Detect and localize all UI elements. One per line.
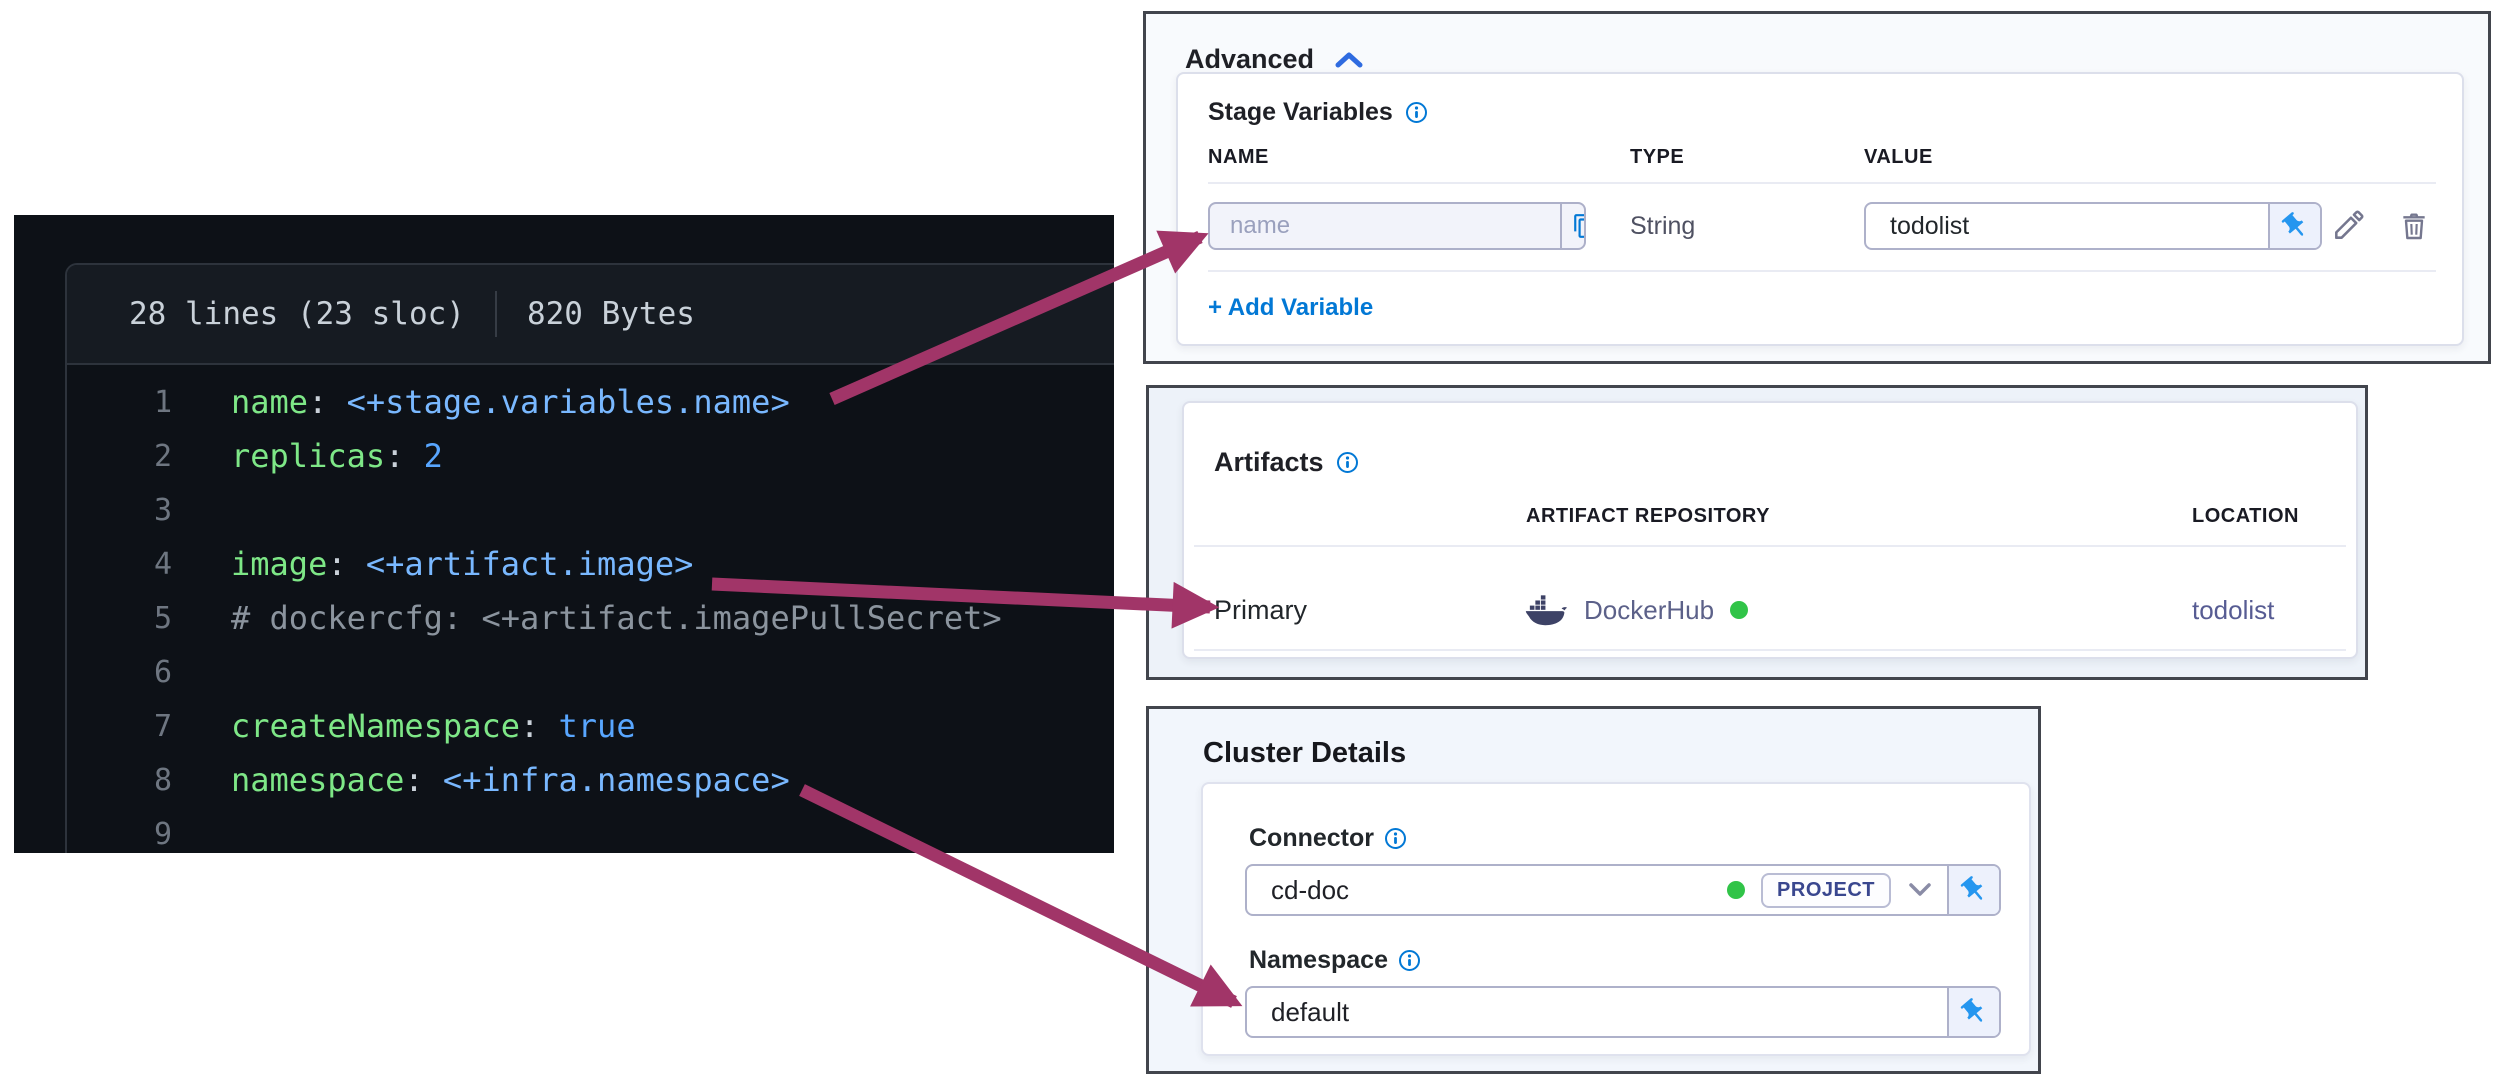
pin-icon (2281, 212, 2304, 236)
yaml-code-panel: 28 lines (23 sloc) 820 Bytes 1 name: <+s… (14, 215, 1114, 853)
divider (1194, 545, 2346, 547)
code-line: 4 image: <+artifact.image> (67, 537, 1114, 591)
chevron-down-icon[interactable] (1907, 882, 1933, 898)
variable-name-input[interactable] (1208, 202, 1586, 250)
add-variable-button[interactable]: + Add Variable (1208, 294, 1374, 321)
stage-variables-title-row: Stage Variables (1208, 98, 1428, 127)
column-header-type: TYPE (1630, 146, 1685, 168)
advanced-panel: Advanced Stage Variables NAME TYPE VALUE (1143, 11, 2491, 364)
namespace-field[interactable] (1247, 988, 1947, 1036)
advanced-section-header[interactable]: Advanced (1185, 44, 1364, 75)
code-file-box: 28 lines (23 sloc) 820 Bytes 1 name: <+s… (65, 263, 1114, 853)
copy-button[interactable] (1560, 204, 1584, 248)
namespace-label: Namespace (1249, 946, 1388, 974)
pin-button[interactable] (2268, 204, 2320, 248)
delete-variable-button[interactable] (2390, 202, 2438, 250)
artifacts-card: Artifacts ARTIFACT REPOSITORY LOCATION P… (1182, 401, 2358, 659)
code-line: 5 # dockercfg: <+artifact.imagePullSecre… (67, 591, 1114, 645)
info-icon[interactable] (1336, 451, 1359, 474)
artifact-row[interactable]: Primary Docke (1184, 583, 2356, 637)
artifacts-title-row: Artifacts (1214, 447, 1359, 478)
connector-field[interactable] (1247, 866, 1728, 914)
chevron-up-icon[interactable] (1334, 51, 1364, 69)
status-dot (1730, 601, 1749, 619)
variable-type: String (1630, 211, 1696, 240)
code-line: 6 (67, 645, 1114, 699)
file-lines-info: 28 lines (23 sloc) (129, 296, 465, 332)
header-divider (494, 291, 497, 337)
code-line: 2 replicas: 2 (67, 429, 1114, 483)
column-header-artifact-repository: ARTIFACT REPOSITORY (1526, 505, 1770, 527)
status-dot (1727, 881, 1746, 899)
variable-name-field[interactable] (1210, 204, 1560, 248)
code-line: 9 (67, 807, 1114, 853)
column-header-location: LOCATION (2192, 505, 2299, 527)
artifacts-panel: Artifacts ARTIFACT REPOSITORY LOCATION P… (1146, 385, 2368, 680)
cluster-details-panel: Cluster Details Connector PROJECT (1146, 706, 2041, 1074)
artifact-repository-name[interactable]: DockerHub (1584, 594, 1715, 625)
line-number: 2 (153, 438, 172, 474)
stage-variables-card: Stage Variables NAME TYPE VALUE S (1176, 72, 2464, 346)
line-number: 6 (153, 654, 172, 690)
cluster-details-title: Cluster Details (1203, 737, 1407, 769)
connector-label-row: Connector (1249, 824, 1407, 853)
pin-button[interactable] (1947, 988, 1999, 1036)
cluster-details-card: Connector PROJECT (1201, 782, 2031, 1056)
code-lines: 1 name: <+stage.variables.name> 2 replic… (67, 365, 1114, 853)
connector-input[interactable]: PROJECT (1245, 864, 2001, 916)
connector-extras: PROJECT (1727, 872, 1933, 908)
info-icon[interactable] (1405, 101, 1428, 124)
file-size-info: 820 Bytes (526, 296, 695, 332)
copy-icon (1574, 214, 1584, 238)
line-number: 4 (153, 546, 172, 582)
code-line: 8 namespace: <+infra.namespace> (67, 753, 1114, 807)
column-header-name: NAME (1208, 146, 1269, 168)
pin-button[interactable] (1947, 866, 1999, 914)
code-line: 7 createNamespace: true (67, 699, 1114, 753)
line-number: 3 (153, 492, 172, 528)
code-line: 1 name: <+stage.variables.name> (67, 375, 1114, 429)
variable-value-input[interactable] (1864, 202, 2322, 250)
info-icon[interactable] (1398, 949, 1421, 972)
artifact-repository-cell: DockerHub (1524, 593, 1749, 627)
artifact-location: todolist (2192, 594, 2275, 625)
info-icon[interactable] (1384, 827, 1407, 850)
advanced-title: Advanced (1185, 44, 1315, 74)
divider (1208, 182, 2436, 184)
divider (1208, 270, 2436, 272)
line-number: 1 (153, 384, 172, 420)
code-file-header: 28 lines (23 sloc) 820 Bytes (67, 265, 1114, 365)
namespace-input[interactable] (1245, 986, 2001, 1038)
edit-variable-button[interactable] (2324, 202, 2372, 250)
line-number: 8 (153, 762, 172, 798)
artifacts-title: Artifacts (1214, 447, 1324, 477)
line-number: 9 (153, 816, 172, 852)
line-number: 5 (153, 600, 172, 636)
variable-value-field[interactable] (1866, 204, 2268, 248)
code-line: 3 (67, 483, 1114, 537)
line-number: 7 (153, 708, 172, 744)
artifact-row-label: Primary (1214, 594, 1307, 625)
divider (1194, 649, 2346, 651)
pin-icon (1960, 998, 1983, 1022)
stage-variables-title: Stage Variables (1208, 98, 1393, 126)
docker-icon (1525, 595, 1568, 626)
namespace-label-row: Namespace (1249, 946, 1421, 975)
connector-label: Connector (1249, 824, 1374, 852)
pin-icon (1960, 876, 1983, 900)
column-header-value: VALUE (1864, 146, 1933, 168)
trash-icon (2403, 213, 2425, 240)
pencil-icon (2335, 210, 2364, 239)
scope-badge: PROJECT (1761, 872, 1891, 908)
